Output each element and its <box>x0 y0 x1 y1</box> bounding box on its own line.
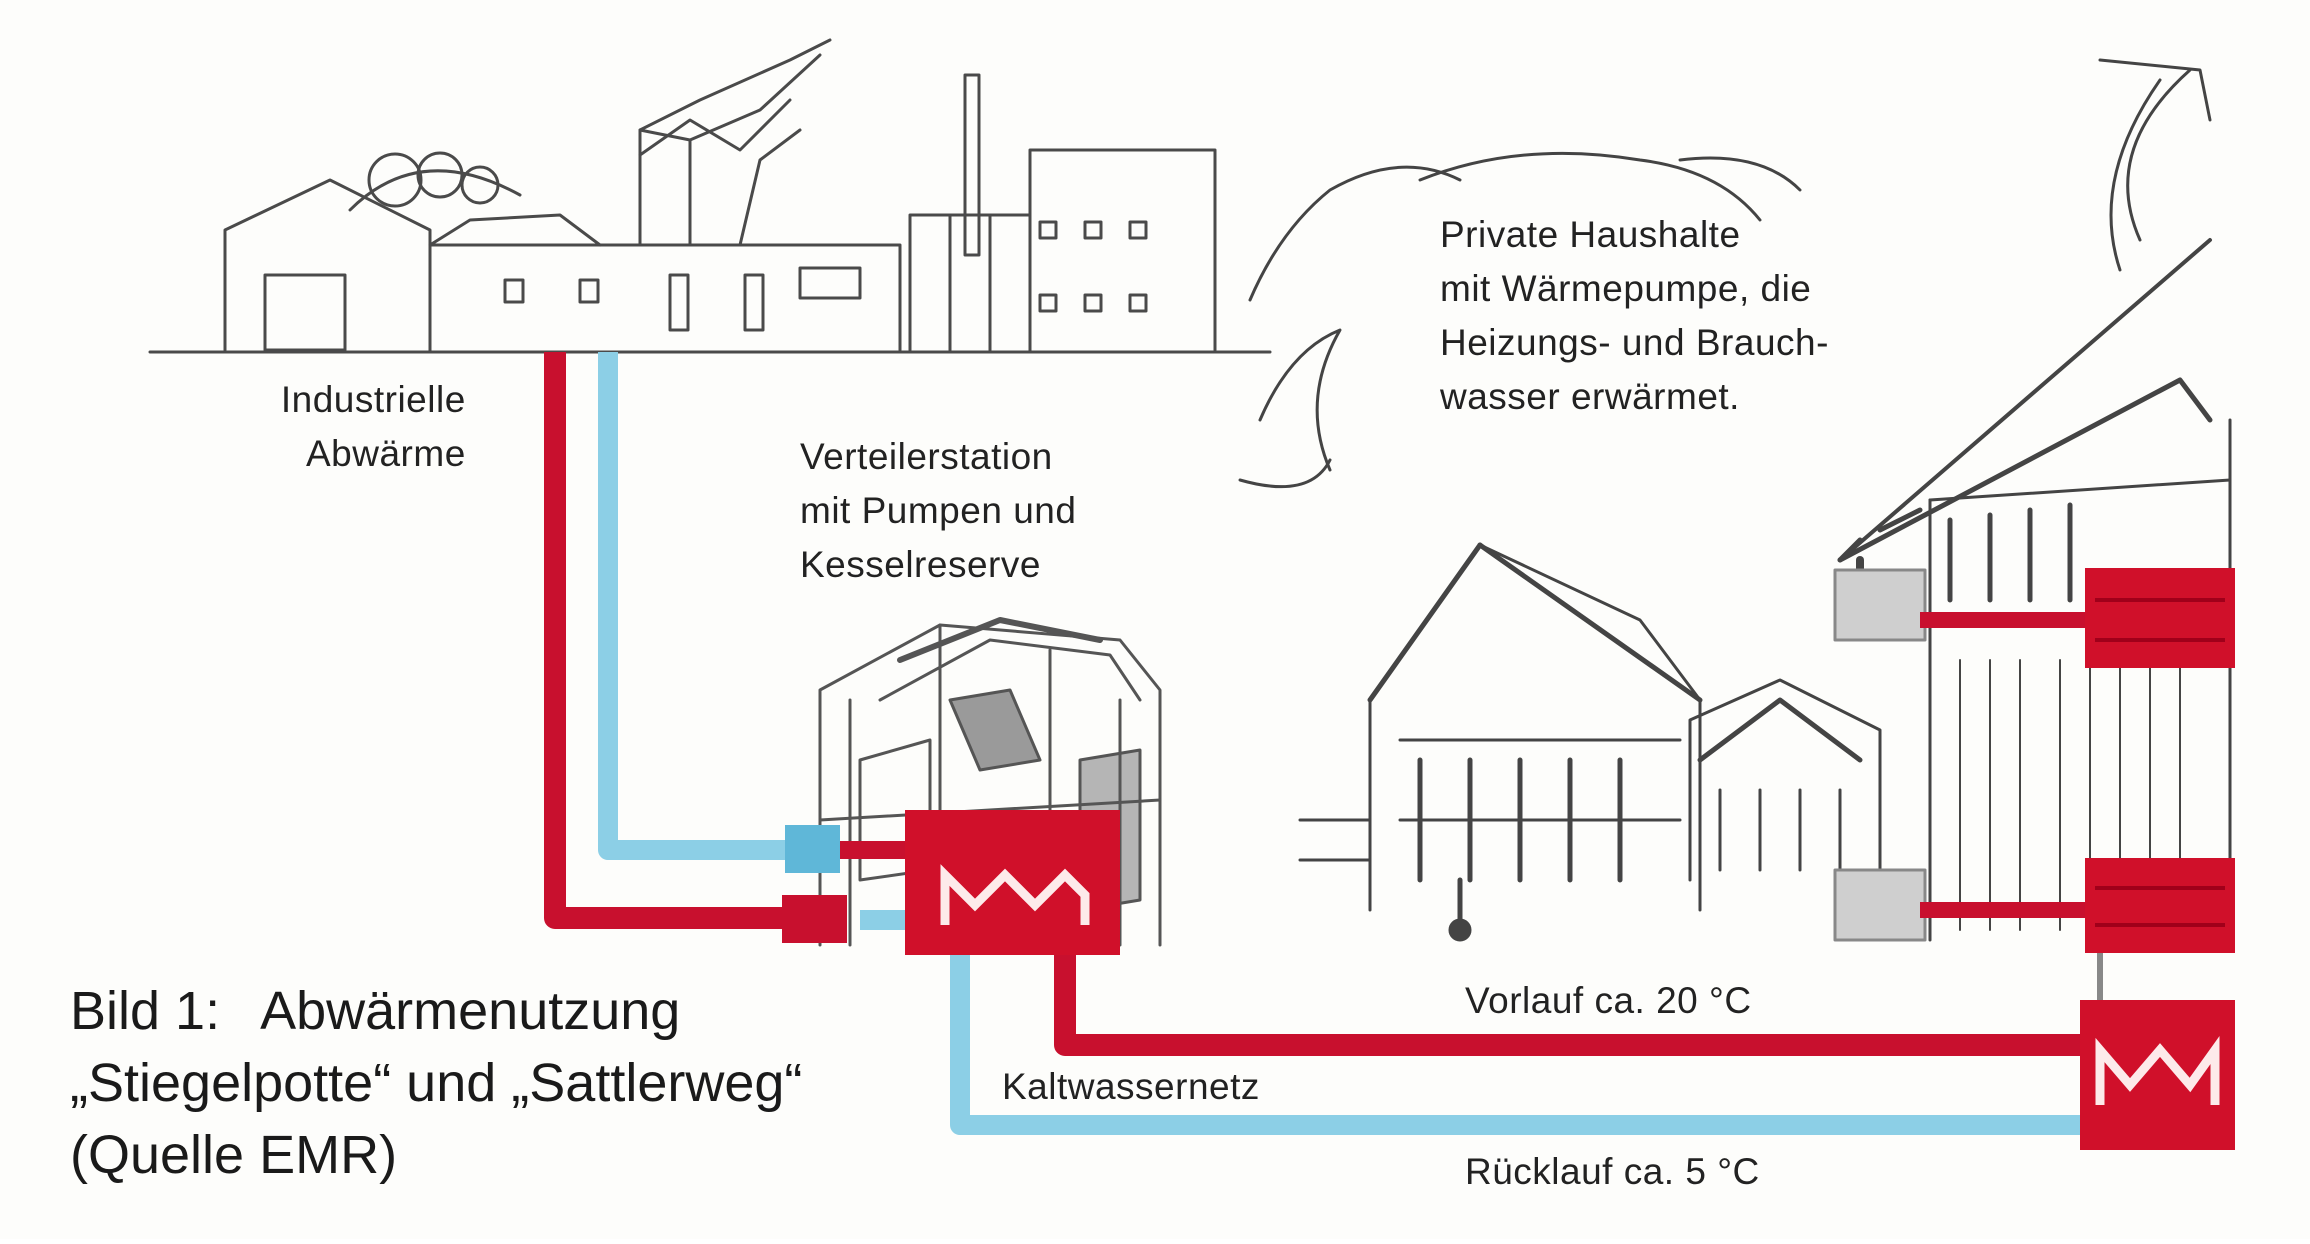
label-households-line-2: mit Wärmepumpe, die <box>1440 262 1829 316</box>
house-heat-pump-lower <box>2085 858 2235 953</box>
label-vorlauf: Vorlauf ca. 20 °C <box>1465 974 1752 1028</box>
residential-houses-sketch <box>1240 60 2230 940</box>
caption-line-1: Bild 1: Abwärmenutzung <box>70 975 802 1047</box>
label-households-line-4: wasser erwärmet. <box>1440 370 1829 424</box>
label-ruecklauf: Rücklauf ca. 5 °C <box>1465 1145 1760 1199</box>
station-heat-exchanger <box>905 810 1120 955</box>
house-heat-exchanger <box>2080 1000 2235 1150</box>
label-station-line-1: Verteilerstation <box>800 430 1076 484</box>
label-industrial-waste-heat: Industrielle Abwärme <box>278 373 466 481</box>
label-households-line-1: Private Haushalte <box>1440 208 1829 262</box>
caption-title: Abwärmenutzung <box>260 981 680 1041</box>
label-distribution-station: Verteilerstation mit Pumpen und Kesselre… <box>800 430 1076 592</box>
figure-caption: Bild 1: Abwärmenutzung „Stiegelpotte“ und… <box>70 975 802 1191</box>
label-industrial-line-2: Abwärme <box>278 427 466 481</box>
industrial-plant-sketch <box>150 40 1270 352</box>
caption-number: Bild 1: <box>70 981 220 1041</box>
label-kaltwassernetz: Kaltwassernetz <box>1002 1060 1260 1114</box>
caption-line-3: (Quelle EMR) <box>70 1119 802 1191</box>
label-industrial-line-1: Industrielle <box>278 373 466 427</box>
house-feed-pipes <box>1920 620 2100 1000</box>
label-station-line-3: Kesselreserve <box>800 538 1076 592</box>
label-station-line-2: mit Pumpen und <box>800 484 1076 538</box>
house-heat-pump-upper <box>2085 568 2235 668</box>
caption-line-2: „Stiegelpotte“ und „Sattlerweg“ <box>70 1047 802 1119</box>
label-households-line-3: Heizungs- und Brauch- <box>1440 316 1829 370</box>
label-private-households: Private Haushalte mit Wärmepumpe, die He… <box>1440 208 1829 424</box>
